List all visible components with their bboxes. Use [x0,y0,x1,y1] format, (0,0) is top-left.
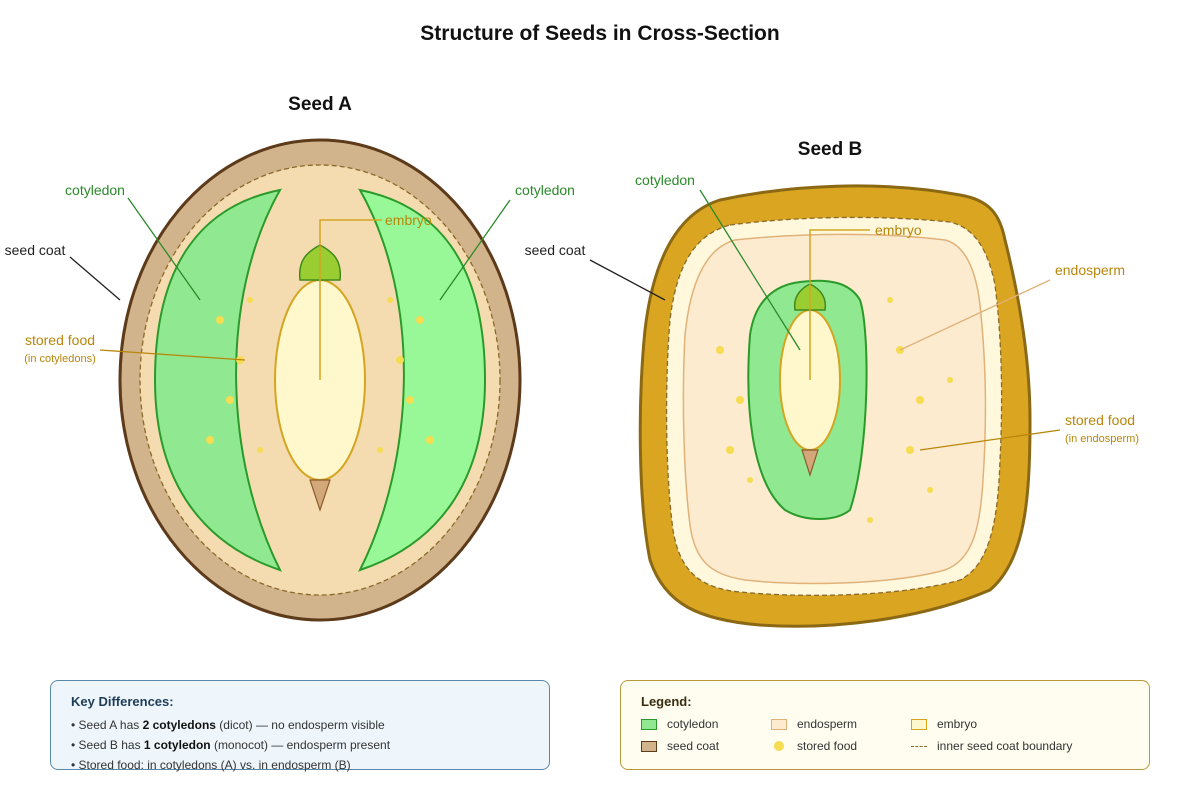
stored-food-dot [257,447,263,453]
seed-b-stored-food-leader [919,429,1061,451]
seed-a-embryo-label: embryo [385,212,432,228]
seed-a-cotyledon-left [153,188,282,572]
stored-food-dot [216,316,224,324]
seed-b-cotyledon-label: cotyledon [635,172,695,188]
seed-a-stored-food-note: (in cotyledons) [24,353,96,365]
seed-b-seed-coat-leader [589,259,666,301]
legend-label: seed coat [667,739,720,753]
legend-swatch-inner-boundary [911,745,927,747]
seed-b-endosperm-leader [899,279,1051,351]
seed-a-cotyledon-right-leader [439,199,511,301]
seed-a-cotyledon-right [358,188,487,572]
legend-swatch-seed-coat [641,740,657,752]
legend-item-inner-boundary: inner seed coat boundary [911,739,1111,753]
seed-a-seed-coat-label: seed coat [5,242,66,258]
legend-swatch-endosperm [771,718,787,730]
key-difference-emphasis: 2 cotyledons [142,718,216,732]
stored-food-dot [247,297,253,303]
seed-a-stored-food-dots [206,297,434,453]
seed-b-embryo-label: embryo [875,222,922,238]
legend-label: inner seed coat boundary [937,739,1073,753]
legend-swatch-cotyledon [641,718,657,730]
legend-box: Legend: cotyledon endosperm embryo seed … [620,680,1150,770]
key-difference-item: • Seed A has 2 cotyledons (dicot) — no e… [71,715,529,735]
diagram-title: Structure of Seeds in Cross-Section [420,22,779,45]
stored-food-dot [416,316,424,324]
key-difference-emphasis: 1 cotyledon [143,738,211,752]
seed-a-cotyledon-left-leader [127,197,201,301]
stored-food-dot [747,477,753,483]
legend-grid: cotyledon endosperm embryo seed coat sto… [641,717,1129,753]
seed-a-stored-food-leader [99,349,246,361]
seed-a-stored-food-label: stored food [25,332,95,348]
key-difference-text: • Seed B has [71,738,144,752]
stored-food-dot [947,377,953,383]
seed-a-radicle [309,479,331,512]
legend-title: Legend: [641,694,692,709]
stored-food-dot [927,487,933,493]
legend-item-seed-coat: seed coat [641,739,771,753]
key-difference-text: (monocot) — endosperm present [210,738,391,752]
stored-food-dot [887,297,893,303]
seed-a-seed-coat-leader [69,256,121,301]
legend-item-endosperm: endosperm [771,717,911,731]
stored-food-dot [426,436,434,444]
seed-b-embryo-leader [809,229,870,380]
seed-b-endosperm-label: endosperm [1055,262,1125,278]
seed-b-stored-food-note: (in endosperm) [1065,433,1139,445]
legend-item-stored-food: stored food [771,739,911,753]
stored-food-dot [726,446,734,454]
key-difference-item: • Seed B has 1 cotyledon (monocot) — end… [71,735,529,755]
key-difference-item: • Stored food: in cotyledons (A) vs. in … [71,755,529,775]
seed-a: Seed A cotyledon cotyledon [5,94,575,622]
stored-food-dot [396,356,404,364]
stored-food-dot [226,396,234,404]
legend-swatch-embryo [911,718,927,730]
seed-b-seed-coat-label: seed coat [525,242,586,258]
seed-b-title: Seed B [798,139,862,160]
stored-food-dot [377,447,383,453]
stored-food-dot [406,396,414,404]
stored-food-dot [716,346,724,354]
stored-food-dot [736,396,744,404]
seed-a-embryo-leader [319,219,382,380]
legend-swatch-stored-food [771,741,787,752]
stored-food-dot [206,436,214,444]
key-differences-box: Key Differences: • Seed A has 2 cotyledo… [50,680,550,772]
legend-item-cotyledon: cotyledon [641,717,771,731]
seed-b: Seed B cotyledon seed coat [525,139,1139,628]
stored-food-dot [916,396,924,404]
seed-a-title: Seed A [288,94,352,115]
stored-food-dot [387,297,393,303]
legend-item-embryo: embryo [911,717,1111,731]
seed-a-cotyledon-right-label: cotyledon [515,182,575,198]
stored-food-dot [906,446,914,454]
key-differences-title: Key Differences: [71,694,174,709]
seed-b-cotyledon-leader [699,189,801,351]
key-difference-text: • Seed A has [71,718,143,732]
stored-food-dot [867,517,873,523]
key-difference-text: (dicot) — no endosperm visible [215,718,385,732]
seed-a-cotyledon-left-label: cotyledon [65,182,125,198]
legend-label: endosperm [797,717,858,731]
legend-label: cotyledon [667,717,719,731]
seed-b-radicle [801,449,819,477]
legend-label: stored food [797,739,858,753]
seed-b-stored-food-label: stored food [1065,412,1135,428]
key-difference-text: • Stored food: in cotyledons (A) vs. in … [71,758,351,772]
legend-label: embryo [937,717,978,731]
